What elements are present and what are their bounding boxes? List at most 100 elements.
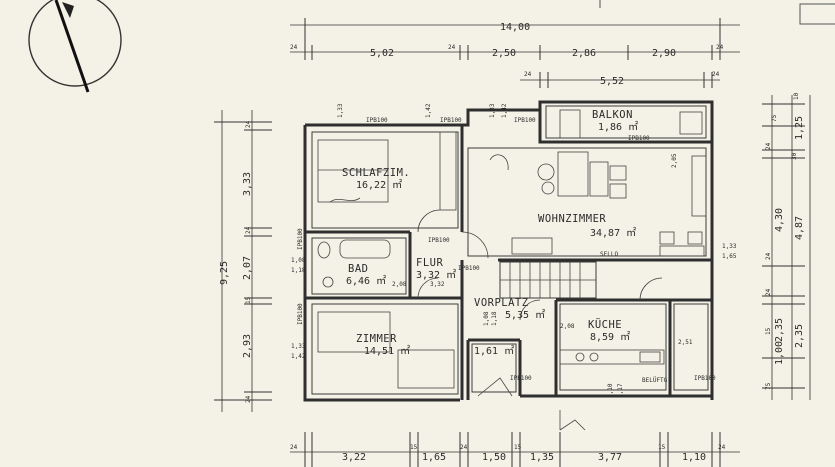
dim-top-r2-2: 24 xyxy=(448,44,456,51)
window-label-1: IPB100 xyxy=(366,117,388,124)
dim-right-c3-0: 4,87 xyxy=(794,216,805,240)
room-area-balkon: 1,86 ㎡ xyxy=(598,121,638,133)
north-arrow-icon xyxy=(28,0,122,93)
dim-left-6: 24 xyxy=(245,395,252,403)
dim-left-1: 3,33 xyxy=(242,172,253,196)
dim-left-3: 2,07 xyxy=(242,256,253,280)
dim-bottom-2: 15 xyxy=(410,444,418,451)
window-label-2: IPB100 xyxy=(440,117,462,124)
dim-left-5: 2,93 xyxy=(242,334,253,358)
room-name-bad: BAD xyxy=(348,263,368,275)
opening-label-11: 1,33 xyxy=(722,243,737,250)
dim-left-4: 15 xyxy=(245,296,252,304)
dim-right-c1-5: 15 xyxy=(765,327,772,335)
dim-bottom-3: 1,65 xyxy=(422,452,446,463)
dim-top-total: 14,00 xyxy=(500,22,530,33)
dim-top-r2-3: 2,50 xyxy=(492,48,516,59)
dim-bottom-10: 1,10 xyxy=(682,452,706,463)
room-area-vorplatz: 5,35 ㎡ xyxy=(505,309,545,321)
dim-right-c2-1: 30 xyxy=(791,152,798,160)
opening-label-10: 1,42 xyxy=(291,353,306,360)
opening-label-5: 1,08 xyxy=(291,257,306,264)
room-area-abstell: 1,61 ㎡ xyxy=(474,345,514,357)
room-area-kueche: 8,59 ㎡ xyxy=(590,331,630,343)
dim-bottom-7: 1,35 xyxy=(530,452,554,463)
dim-left-0: 24 xyxy=(245,120,252,128)
dim-right-c1-2: 24 xyxy=(765,142,772,150)
dim-bottom-4: 24 xyxy=(460,444,468,451)
opening-label-19: 3,32 xyxy=(430,281,445,288)
inner-outlines xyxy=(311,105,709,395)
dim-bottom-5: 1,50 xyxy=(482,452,506,463)
dim-top-r2-5: 2,90 xyxy=(652,48,676,59)
staircase xyxy=(499,261,597,299)
room-name-zimmer: ZIMMER xyxy=(356,333,397,345)
dim-top-r3-0: 24 xyxy=(524,71,532,78)
opening-label-12: 1,65 xyxy=(722,253,737,260)
room-area-flur: 3,32 ㎡ xyxy=(416,269,456,281)
dim-top-r2-0: 24 xyxy=(290,44,298,51)
room-area-bad: 6,46 ㎡ xyxy=(346,275,386,287)
dim-bottom-0: 24 xyxy=(290,444,298,451)
opening-label-3: 1,33 xyxy=(489,103,496,118)
furniture xyxy=(317,109,707,431)
opening-label-7: 1,08 xyxy=(483,311,490,326)
window-label-8: IPB100 xyxy=(458,265,480,272)
sheet-frame-fragment xyxy=(799,3,835,25)
dim-bottom-9: 15 xyxy=(658,444,666,451)
bottom-dimension-lines xyxy=(290,432,740,467)
dim-right-c2-2: 4,30 xyxy=(774,208,785,232)
room-name-vorplatz: VORPLATZ xyxy=(474,297,529,309)
right-dimension-lines xyxy=(762,95,811,400)
room-area-wohnzimmer: 34,87 ㎡ xyxy=(590,227,636,239)
dim-top-r2-4: 2,86 xyxy=(572,48,596,59)
opening-label-13: 2,08 xyxy=(392,281,407,288)
opening-label-1: 1,33 xyxy=(337,103,344,118)
dim-top-r3-1: 5,52 xyxy=(600,76,624,87)
window-label-6: IPB100 xyxy=(297,303,304,325)
dim-top-r3-2: 24 xyxy=(712,71,720,78)
label-sello: SELLO xyxy=(600,251,618,258)
opening-label-14: 2,08 xyxy=(560,323,575,330)
opening-label-16: 1,17 xyxy=(617,383,624,398)
opening-label-15: 2,10 xyxy=(607,383,614,398)
opening-label-4: 1,42 xyxy=(501,103,508,118)
dim-right-c1-3: 24 xyxy=(765,252,772,260)
room-name-kueche: KÜCHE xyxy=(588,318,622,331)
window-label-9: IPB100 xyxy=(510,375,532,382)
window-label-7: IPB100 xyxy=(428,237,450,244)
top-dimension-lines xyxy=(290,18,740,88)
opening-label-18: 2,05 xyxy=(671,153,678,168)
room-area-zimmer: 14,51 ㎡ xyxy=(364,345,410,357)
dim-right-c1-1: 75 xyxy=(771,114,778,122)
window-label-5: IPB100 xyxy=(297,228,304,250)
room-name-flur: FLUR xyxy=(416,257,443,269)
dim-right-c1-6: 75 xyxy=(765,382,772,390)
dim-top-r2-1: 5,02 xyxy=(370,48,394,59)
dim-bottom-11: 24 xyxy=(718,444,726,451)
window-label-4: IPB100 xyxy=(628,135,650,142)
room-name-schlafzimmer: SCHLAFZIM. xyxy=(342,167,410,179)
dim-bottom-6: 15 xyxy=(514,444,522,451)
dim-right-c1-0: 10 xyxy=(793,92,800,100)
dim-right-c2-3: 2,35 xyxy=(774,318,785,342)
room-area-schlafzimmer: 16,22 ㎡ xyxy=(356,179,402,191)
room-name-balkon: BALKON xyxy=(592,109,633,121)
dim-right-c1-4: 24 xyxy=(765,288,772,296)
dim-right-c3-1: 2,35 xyxy=(794,324,805,348)
opening-label-17: 2,51 xyxy=(678,339,693,346)
label-belueftung: BELÜFTG. xyxy=(642,377,671,384)
left-dimension-lines xyxy=(214,110,272,412)
dim-top-r2-6: 24 xyxy=(716,44,724,51)
room-name-wohnzimmer: WOHNZIMMER xyxy=(538,213,606,225)
opening-label-2: 1,42 xyxy=(425,103,432,118)
building-walls xyxy=(303,100,714,402)
dim-left-total: 9,25 xyxy=(219,261,230,285)
window-label-3: IPB100 xyxy=(514,117,536,124)
opening-label-9: 1,33 xyxy=(291,343,306,350)
dim-right-c2-0: 1,25 xyxy=(794,116,805,140)
opening-label-6: 1,18 xyxy=(291,267,306,274)
window-label-10: IPB100 xyxy=(694,375,716,382)
dim-bottom-1: 3,22 xyxy=(342,452,366,463)
